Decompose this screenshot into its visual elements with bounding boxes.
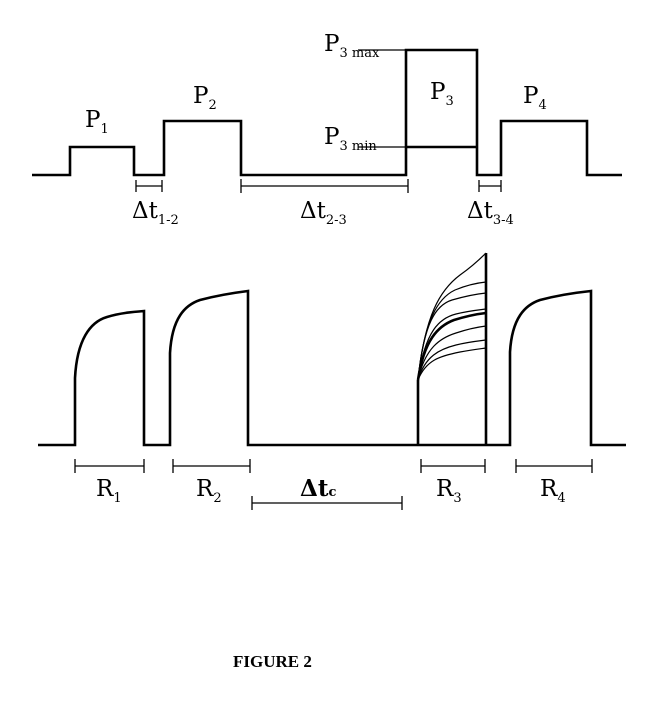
interval-label-2-3: Δt2-3 — [300, 198, 347, 228]
interval-bracket-2-3 — [240, 179, 409, 193]
segment-label-r3: R3 — [436, 476, 462, 506]
interval-label-1-2: Δt1-2 — [132, 198, 179, 228]
p3-min-label: P3 min — [324, 124, 377, 154]
r3-response-family — [416, 252, 487, 381]
response-trace — [38, 253, 626, 447]
figure-caption: FIGURE 2 — [233, 652, 312, 671]
segment-label-r2: R2 — [196, 476, 222, 506]
segment-bracket-r1 — [74, 459, 145, 473]
segment-bracket-r3 — [420, 459, 486, 473]
pulse-label-p3: P3 — [430, 79, 454, 109]
segment-label-r1: R1 — [96, 476, 122, 506]
interval-label-3-4: Δt3-4 — [467, 198, 514, 228]
pulse-label-p2: P2 — [193, 83, 217, 113]
interval-bracket-1-2 — [135, 180, 163, 192]
interval-bracket-c — [251, 496, 403, 510]
interval-label-c: Δtc — [300, 475, 336, 502]
segment-bracket-r2 — [172, 459, 251, 473]
interval-bracket-3-4 — [478, 180, 502, 192]
segment-label-r4: R4 — [540, 476, 566, 506]
stimulus-pulse-train — [32, 48, 622, 177]
pulse-label-p1: P1 — [85, 107, 109, 137]
p3-max-label: P3 max — [324, 31, 380, 61]
pulse-label-p4: P4 — [523, 83, 547, 113]
segment-bracket-r4 — [515, 459, 593, 473]
